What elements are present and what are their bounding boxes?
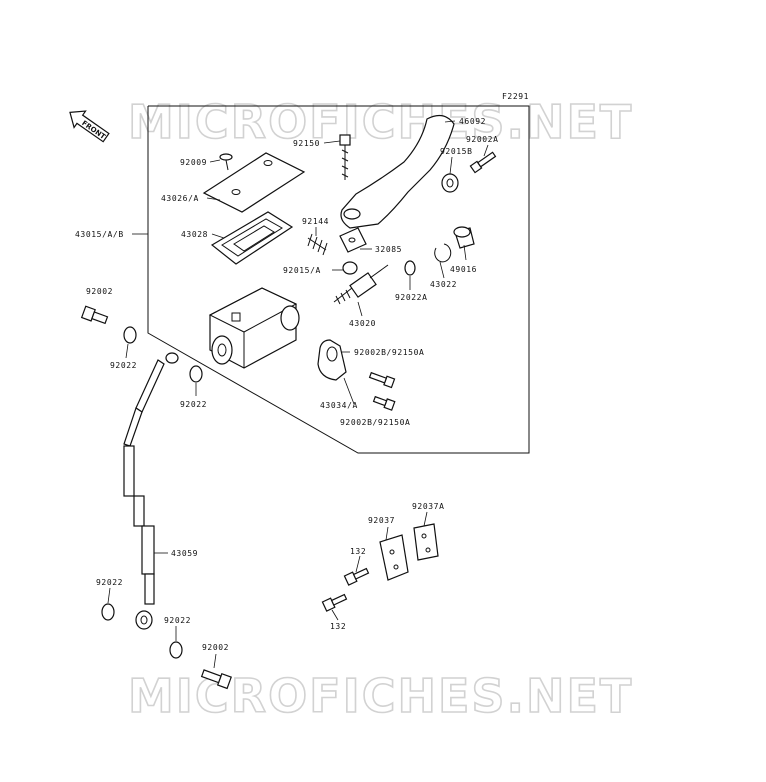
washer-92022a	[404, 260, 416, 276]
callout-132-bot: 132	[330, 622, 346, 631]
screw-92009	[219, 153, 233, 171]
callout-92002-top: 92002	[86, 287, 113, 296]
callout-92022-d: 92022	[164, 616, 191, 625]
assembly-frame	[147, 105, 530, 454]
callout-92022-c: 92022	[96, 578, 123, 587]
washer-92022-b	[189, 365, 203, 383]
callout-92002b-92150a-top: 92002B/92150A	[354, 348, 424, 357]
callout-92015a: 92015/A	[283, 266, 321, 275]
nut-92015b	[441, 173, 459, 193]
callout-46092: 46092	[459, 117, 486, 126]
callout-92009: 92009	[180, 158, 207, 167]
callout-92002b-92150a-bot: 92002B/92150A	[340, 418, 410, 427]
callout-92015b: 92015B	[440, 147, 473, 156]
callout-92022-b: 92022	[180, 400, 207, 409]
screw-132-top	[343, 567, 370, 586]
clamp-bolt-lower	[372, 395, 396, 411]
switch-bracket-92037	[379, 534, 409, 581]
master-cylinder-body	[208, 287, 300, 369]
screw-132-bottom	[321, 593, 348, 612]
callout-92144: 92144	[302, 217, 329, 226]
callout-43015ab: 43015/A/B	[75, 230, 124, 239]
pivot-plate	[339, 227, 367, 253]
callout-49016: 49016	[450, 265, 477, 274]
nut-92015a	[342, 261, 358, 275]
callout-43059: 43059	[171, 549, 198, 558]
callout-92150: 92150	[293, 139, 320, 148]
screw-92002a	[469, 151, 497, 174]
callout-43034a: 43034/A	[320, 401, 358, 410]
callout-92022a: 92022A	[395, 293, 428, 302]
brake-hose	[123, 352, 179, 630]
figure-code: F2291	[502, 92, 529, 101]
switch-bracket-92037a	[413, 523, 439, 561]
callout-92037: 92037	[368, 516, 395, 525]
boot-49016	[453, 226, 475, 249]
banjo-bolt-top	[80, 305, 109, 325]
washer-92022-d	[169, 641, 183, 659]
handlebar-clamp	[317, 339, 347, 381]
piston-kit	[333, 264, 389, 305]
callout-43028: 43028	[181, 230, 208, 239]
callout-92022-a: 92022	[110, 361, 137, 370]
front-arrow-icon: FRONT	[69, 110, 110, 143]
leader-lines	[107, 120, 489, 669]
washer-92022-c	[101, 603, 115, 621]
reservoir-cap	[202, 152, 306, 213]
brake-lever	[340, 114, 455, 229]
callout-43022: 43022	[430, 280, 457, 289]
callout-92037a: 92037A	[412, 502, 445, 511]
clamp-bolt-upper	[368, 371, 396, 389]
callout-32085: 32085	[375, 245, 402, 254]
pivot-bolt	[339, 134, 351, 180]
callout-43020: 43020	[349, 319, 376, 328]
circlip	[434, 243, 452, 263]
spring-92144	[307, 233, 328, 256]
diaphragm	[210, 211, 294, 265]
callout-132-top: 132	[350, 547, 366, 556]
washer-92022-a	[123, 326, 137, 344]
callout-43026a: 43026/A	[161, 194, 199, 203]
watermark-top: MICROFICHES.NET	[128, 95, 633, 149]
banjo-bolt-bottom	[200, 669, 232, 690]
callout-92002-bot: 92002	[202, 643, 229, 652]
callout-92002a: 92002A	[466, 135, 499, 144]
